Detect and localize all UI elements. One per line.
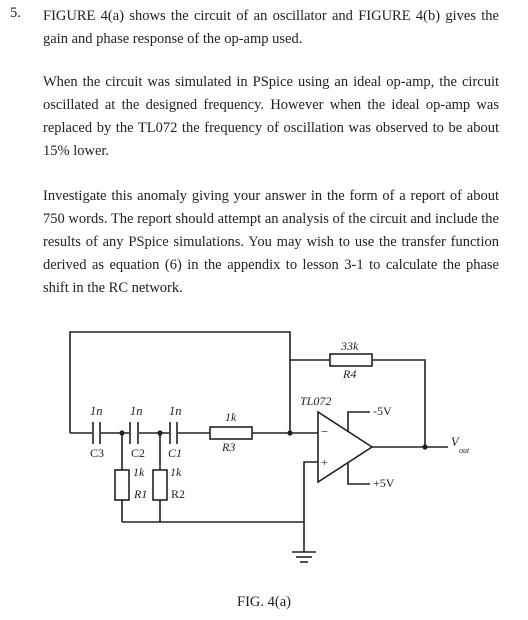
- r4-label: R4: [342, 367, 356, 381]
- r4-value: 33k: [340, 339, 359, 353]
- c1-value: 1n: [169, 404, 182, 418]
- feedback-wire: [69, 331, 291, 433]
- r3-value: 1k: [225, 410, 237, 424]
- c3-value: 1n: [90, 404, 103, 418]
- c2-value: 1n: [130, 404, 143, 418]
- r3-label: R3: [221, 440, 235, 454]
- capacitor-c2: [129, 422, 139, 444]
- neg-supply-label: -5V: [373, 404, 392, 418]
- vout-label: V: [451, 435, 460, 449]
- ground-icon: [292, 551, 316, 563]
- resistor-r1: [114, 469, 130, 501]
- paragraph-task: Investigate this anomaly giving your ans…: [43, 188, 499, 296]
- junction-dot: [422, 444, 428, 450]
- r1-value: 1k: [133, 465, 145, 479]
- opamp-plus-sign: +: [321, 455, 328, 469]
- c2-label: C2: [131, 446, 145, 460]
- pos-supply-label: +5V: [373, 476, 395, 490]
- resistor-r2: [152, 469, 168, 501]
- opamp-triangle: [317, 410, 374, 484]
- c1-label: C1: [168, 446, 182, 460]
- opamp-label: TL072: [300, 394, 331, 408]
- pos-supply-lead: [347, 462, 370, 485]
- resistor-r4: [329, 353, 373, 367]
- junction-dot: [287, 430, 293, 436]
- ground-rail: [122, 521, 305, 552]
- r2-value: 1k: [170, 465, 182, 479]
- question-number: 5.: [10, 5, 21, 21]
- c3-label: C3: [90, 446, 104, 460]
- capacitor-c3: [92, 422, 101, 444]
- paragraph-intro: FIGURE 4(a) shows the circuit of an osci…: [43, 8, 499, 47]
- opamp-minus-sign: −: [321, 424, 328, 439]
- vout-subscript: out: [459, 446, 470, 455]
- resistor-r3: [209, 426, 253, 440]
- r1-label: R1: [133, 487, 147, 501]
- oscillator-circuit-diagram: − + 1n 1n 1n C3 C2 C1 1k 1k R1 R2 1k R3 …: [69, 331, 470, 563]
- neg-supply-lead: [347, 411, 370, 432]
- figure-caption: FIG. 4(a): [237, 594, 291, 610]
- capacitor-c1: [169, 422, 178, 444]
- paragraph-observation: When the circuit was simulated in PSpice…: [43, 74, 499, 159]
- r2-label: R2: [171, 487, 185, 501]
